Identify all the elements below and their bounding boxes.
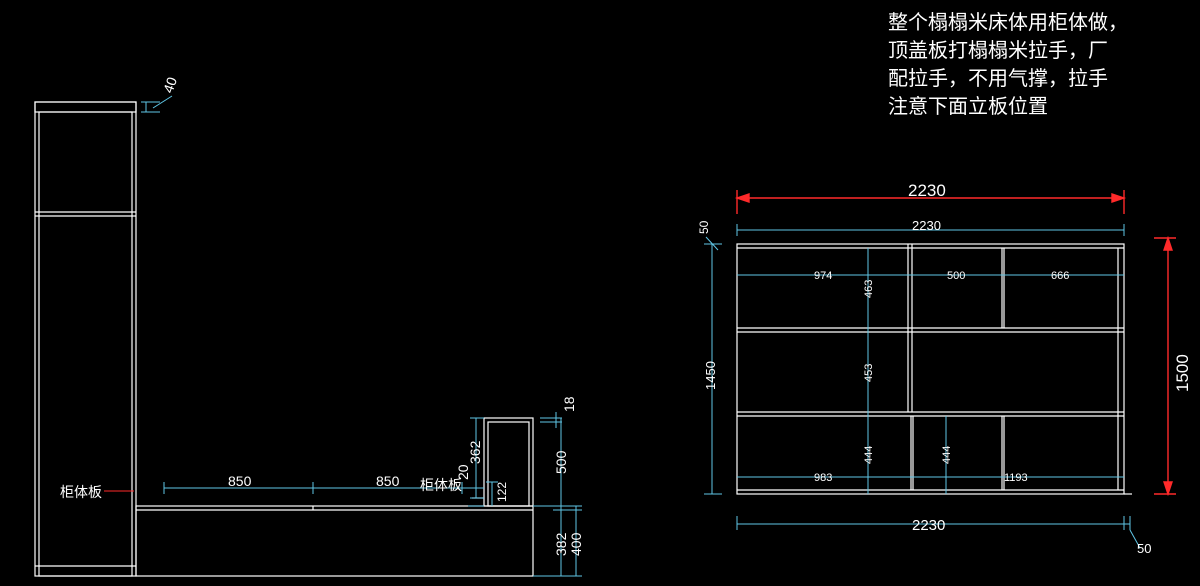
dim-382: 382	[553, 532, 569, 556]
dim-500: 500	[947, 270, 965, 282]
side-view	[34, 101, 534, 577]
headboard-inner	[487, 421, 530, 507]
dim-453: 453	[863, 364, 875, 382]
side-view-dimensions	[104, 95, 582, 577]
dim-1500: 1500	[1173, 354, 1192, 392]
note-line: 配拉手，不用气撑，拉手	[888, 66, 1108, 90]
note-line: 顶盖板打榻榻米拉手，厂	[888, 38, 1108, 62]
dim-983: 983	[814, 472, 832, 484]
dim-666: 666	[1051, 270, 1069, 282]
front-outline	[736, 243, 1125, 495]
dim-444-right: 444	[941, 446, 953, 464]
dim-2230-top: 2230	[912, 218, 941, 233]
dim-20: 20	[455, 464, 471, 480]
dim-122: 122	[495, 482, 509, 502]
dim-500: 500	[553, 450, 569, 474]
side-view-labels: 40 柜体板 柜体板 850 850 20 362 122 18 500 382…	[60, 75, 584, 556]
label-cabinet-board-right: 柜体板	[420, 478, 462, 494]
dim-50-top: 50	[697, 220, 711, 234]
dim-1193: 1193	[1004, 472, 1028, 484]
dim-400: 400	[568, 532, 584, 556]
wardrobe-top-cap	[34, 101, 137, 113]
dim-362: 362	[467, 440, 483, 464]
wardrobe-inner	[38, 111, 133, 577]
front-view	[736, 243, 1132, 495]
dim-2230-red: 2230	[908, 181, 946, 200]
note-line: 注意下面立板位置	[888, 94, 1048, 118]
wardrobe-outline	[34, 101, 137, 577]
dim-850-right: 850	[376, 473, 400, 489]
front-view-dimensions	[704, 224, 1141, 549]
dim-50-bottom: 50	[1137, 541, 1151, 556]
dim-850-left: 850	[228, 473, 252, 489]
construction-note: 整个榻榻米床体用柜体做， 顶盖板打榻榻米拉手，厂 配拉手，不用气撑，拉手 注意下…	[888, 8, 1188, 120]
dim-444-left: 444	[863, 446, 875, 464]
overall-dimensions	[734, 190, 1176, 497]
dim-40: 40	[160, 75, 180, 95]
dim-18: 18	[561, 396, 577, 412]
front-view-labels: 2230 2230 2230 50 50 1450 1500 974 500 6…	[697, 181, 1192, 556]
label-cabinet-board-left: 柜体板	[60, 485, 102, 501]
dim-2230-bottom: 2230	[912, 517, 945, 534]
dim-1450: 1450	[703, 361, 718, 390]
dim-463: 463	[863, 280, 875, 298]
dim-974: 974	[814, 270, 832, 282]
note-line: 整个榻榻米床体用柜体做，	[888, 10, 1128, 34]
bed-platform	[135, 505, 534, 577]
